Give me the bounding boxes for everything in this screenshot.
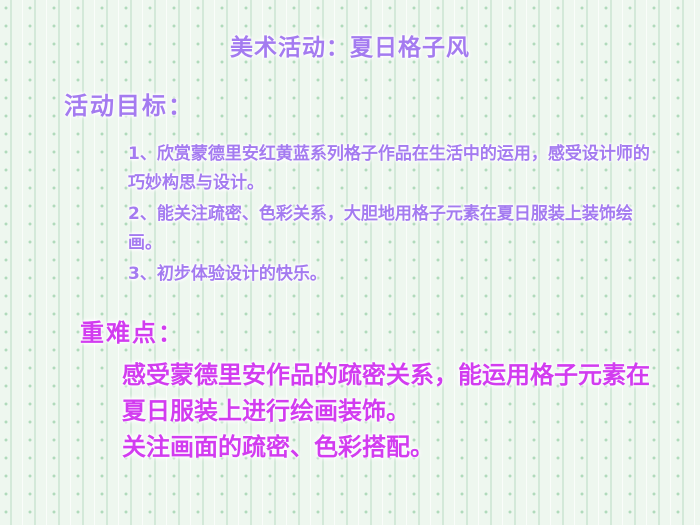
key-point-item: 关注画面的疏密、色彩搭配。 <box>122 433 434 461</box>
objective-item: 3、初步体验设计的快乐。 <box>128 264 327 284</box>
objectives-heading: 活动目标： <box>64 92 194 120</box>
page-title: 美术活动：夏日格子风 <box>230 35 470 61</box>
objective-item: 2、能关注疏密、色彩关系，大胆地用格子元素在夏日服装上装饰绘画。 <box>128 204 633 253</box>
key-points-list: 感受蒙德里安作品的疏密关系，能运用格子元素在夏日服装上进行绘画装饰。 关注画面的… <box>122 357 672 465</box>
key-point-item: 感受蒙德里安作品的疏密关系，能运用格子元素在夏日服装上进行绘画装饰。 <box>122 361 650 425</box>
key-points-heading: 重难点： <box>80 319 184 347</box>
objectives-list: 1、欣赏蒙德里安红黄蓝系列格子作品在生活中的运用，感受设计师的巧妙构思与设计。 … <box>128 140 658 291</box>
objective-item: 1、欣赏蒙德里安红黄蓝系列格子作品在生活中的运用，感受设计师的巧妙构思与设计。 <box>128 144 650 193</box>
